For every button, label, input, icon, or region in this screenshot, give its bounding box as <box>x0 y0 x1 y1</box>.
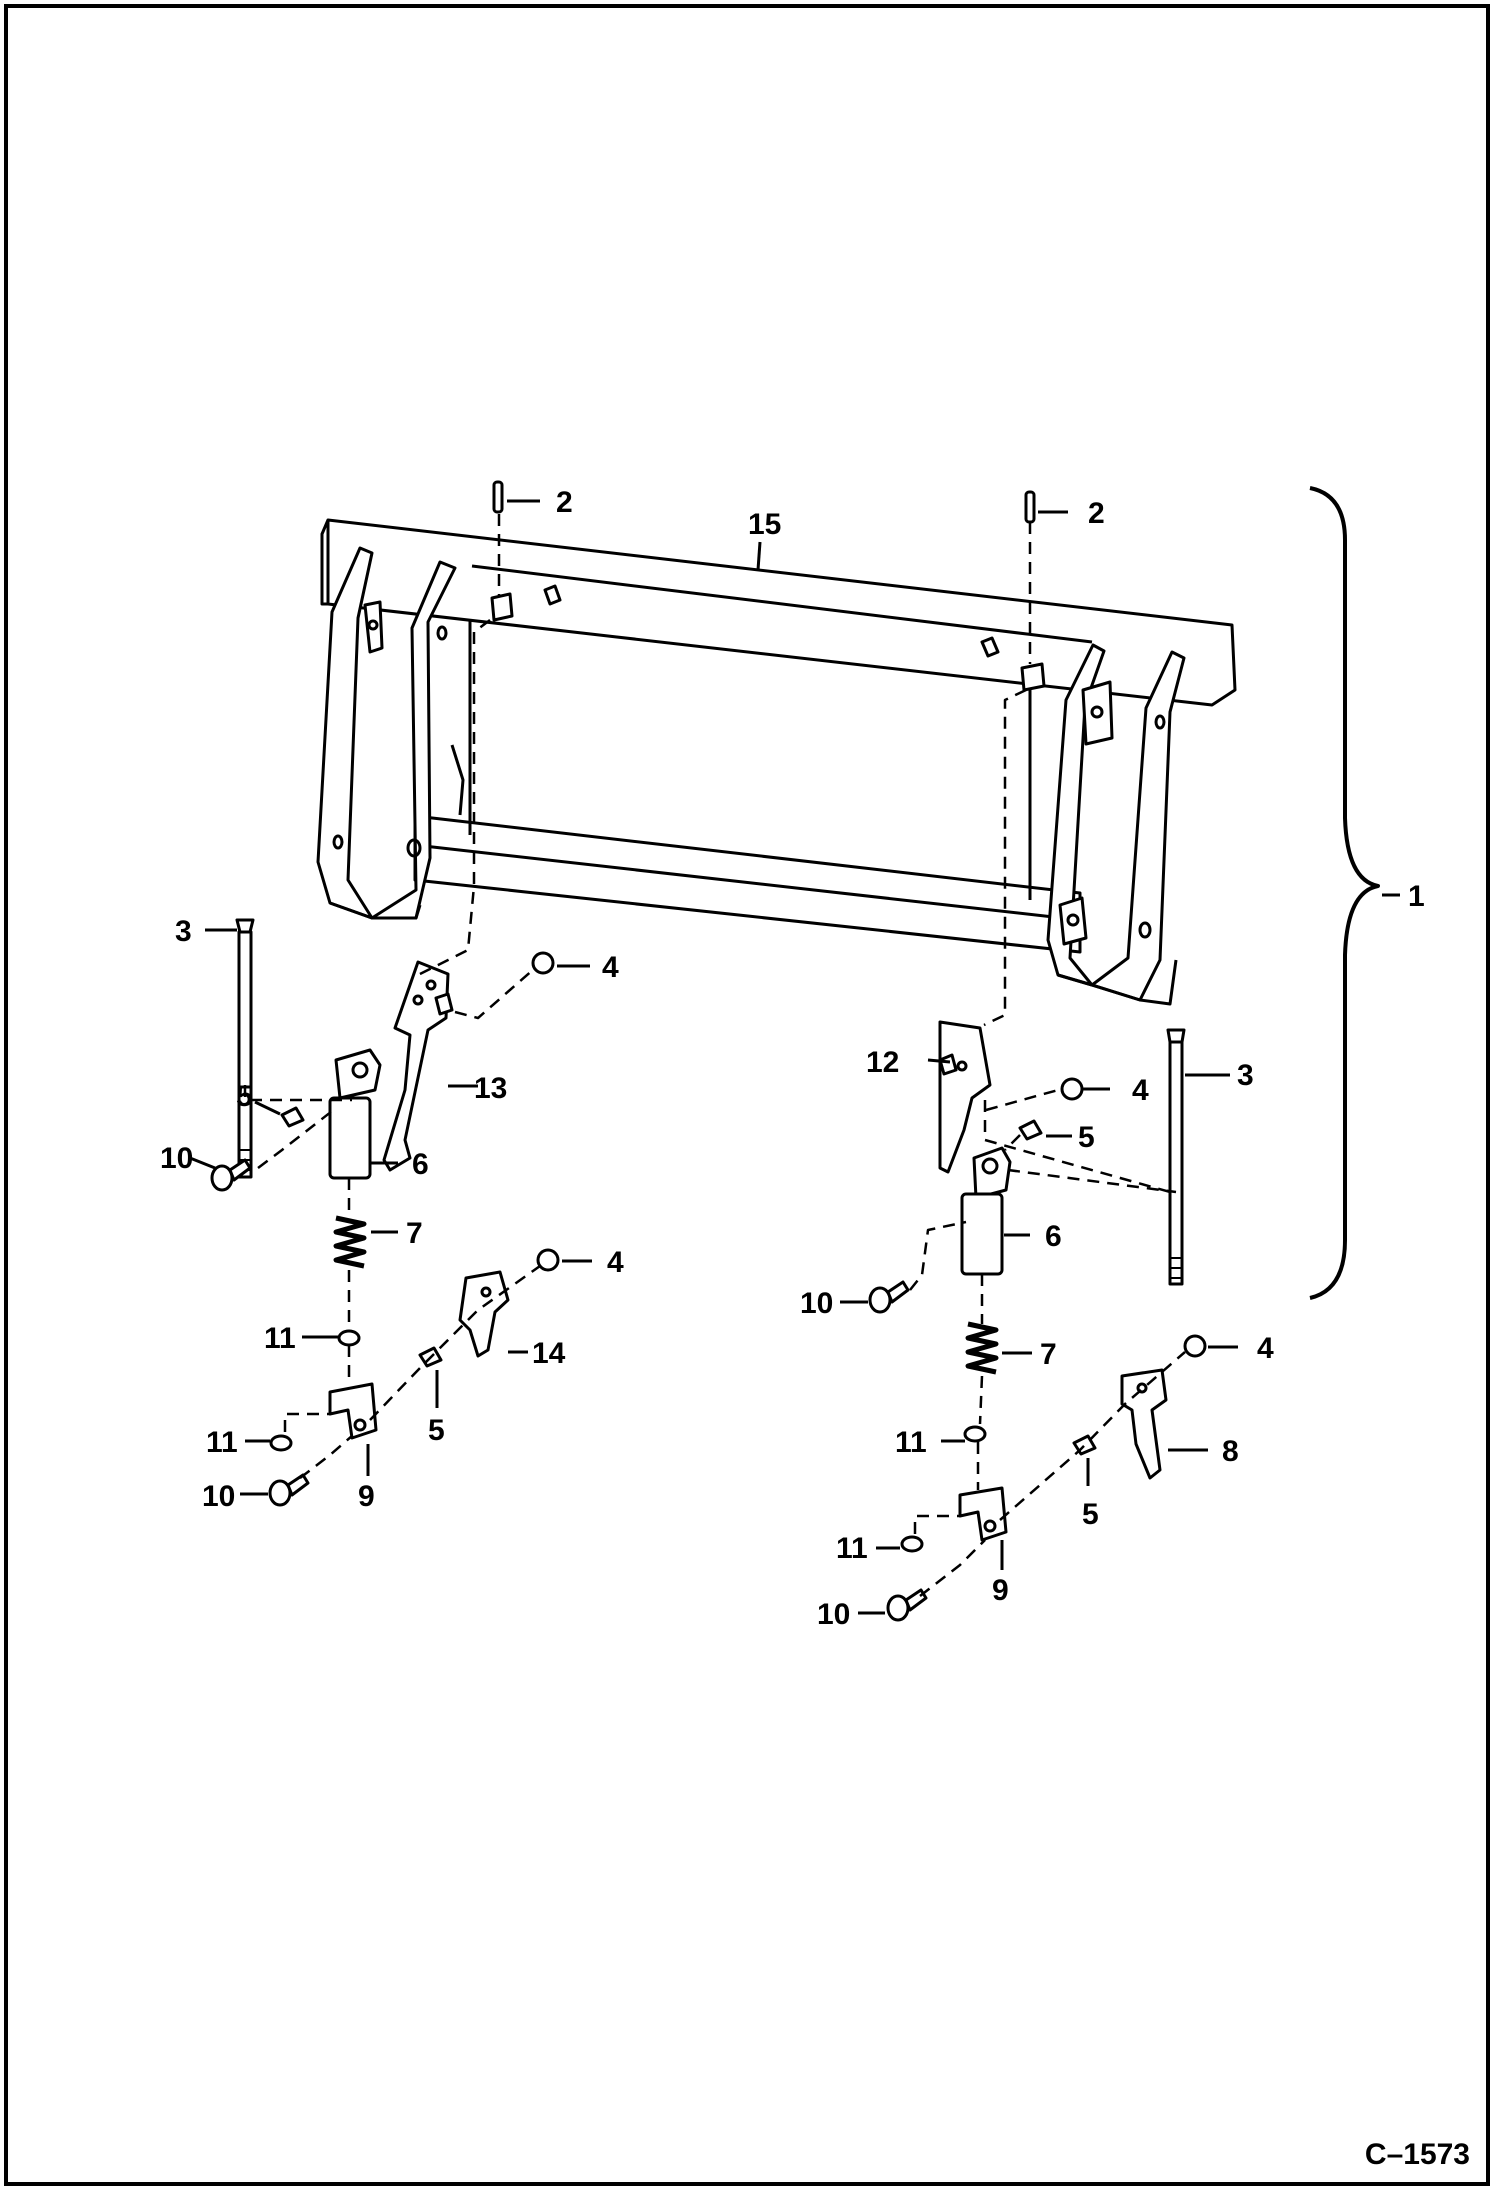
latch-right <box>1120 1368 1168 1480</box>
nut-left-2 <box>536 1248 560 1272</box>
leader-lines <box>189 499 1400 1615</box>
washer-left-1 <box>337 1329 361 1347</box>
callout-labels: 1 2 2 15 3 3 4 4 4 4 5 5 5 5 6 6 7 7 8 9… <box>160 486 1425 1631</box>
spring-right <box>965 1321 999 1375</box>
callout-7-right: 7 <box>1040 1338 1057 1371</box>
assembly-lines <box>243 514 1186 1597</box>
assembly-brace <box>1309 486 1380 1300</box>
diagram-border <box>4 4 1490 2186</box>
callout-2-left: 2 <box>556 486 573 519</box>
lever-left <box>382 960 454 1172</box>
callout-10-a: 10 <box>160 1142 193 1175</box>
callout-10-c: 10 <box>202 1480 235 1513</box>
handle-tube-left <box>328 1048 382 1180</box>
callout-11-a: 11 <box>264 1322 296 1355</box>
small-bolt-left-1 <box>210 1158 252 1192</box>
washer-right-1 <box>963 1425 987 1443</box>
nut-right-1 <box>1060 1077 1084 1101</box>
figure-id: C–1573 <box>1364 2138 1470 2171</box>
callout-11-d: 11 <box>836 1532 868 1565</box>
callout-12: 12 <box>866 1046 899 1079</box>
roll-pin-right <box>1024 490 1036 524</box>
washer-left-2 <box>269 1434 293 1452</box>
roll-pin-left <box>492 480 504 514</box>
callout-3-left: 3 <box>175 915 192 948</box>
latch-left <box>458 1270 510 1358</box>
callout-5-d: 5 <box>1082 1498 1099 1531</box>
callout-9-right: 9 <box>992 1574 1009 1607</box>
spacer-left-1 <box>280 1106 305 1128</box>
callout-4-d: 4 <box>1257 1332 1274 1365</box>
handle-tube-right <box>960 1146 1012 1276</box>
bracket-left <box>328 1382 378 1440</box>
small-bolt-right-1 <box>868 1280 910 1314</box>
callout-1: 1 <box>1408 880 1425 913</box>
callout-5-c: 5 <box>428 1414 445 1447</box>
callout-13: 13 <box>474 1072 507 1105</box>
nut-right-2 <box>1183 1334 1207 1358</box>
bracket-right <box>958 1486 1008 1542</box>
callout-5-a: 5 <box>236 1080 253 1113</box>
callout-11-b: 11 <box>206 1426 238 1459</box>
callout-15: 15 <box>748 508 781 541</box>
callout-7-left: 7 <box>406 1217 423 1250</box>
lever-right <box>938 1020 992 1174</box>
callout-4-b: 4 <box>1132 1074 1149 1107</box>
callout-3-right: 3 <box>1237 1059 1254 1092</box>
bolt-right <box>1166 1028 1186 1286</box>
callout-5-b: 5 <box>1078 1121 1095 1154</box>
callout-10-d: 10 <box>817 1598 850 1631</box>
mounting-frame <box>316 518 1237 1006</box>
spring-left <box>333 1215 367 1269</box>
callout-6-left: 6 <box>412 1148 429 1181</box>
callout-2-right: 2 <box>1088 497 1105 530</box>
callout-4-c: 4 <box>607 1246 624 1279</box>
washer-right-2 <box>900 1535 924 1553</box>
spacer-right-1 <box>1018 1119 1043 1141</box>
callout-10-b: 10 <box>800 1287 833 1320</box>
callout-8: 8 <box>1222 1435 1239 1468</box>
bolt-left <box>235 918 255 1179</box>
small-bolt-left-2 <box>268 1473 310 1507</box>
callout-14: 14 <box>532 1337 566 1370</box>
nut-left-1 <box>531 951 555 975</box>
callout-11-c: 11 <box>895 1426 927 1459</box>
callout-9-left: 9 <box>358 1480 375 1513</box>
callout-4-a: 4 <box>602 951 619 984</box>
callout-6-right: 6 <box>1045 1220 1062 1253</box>
